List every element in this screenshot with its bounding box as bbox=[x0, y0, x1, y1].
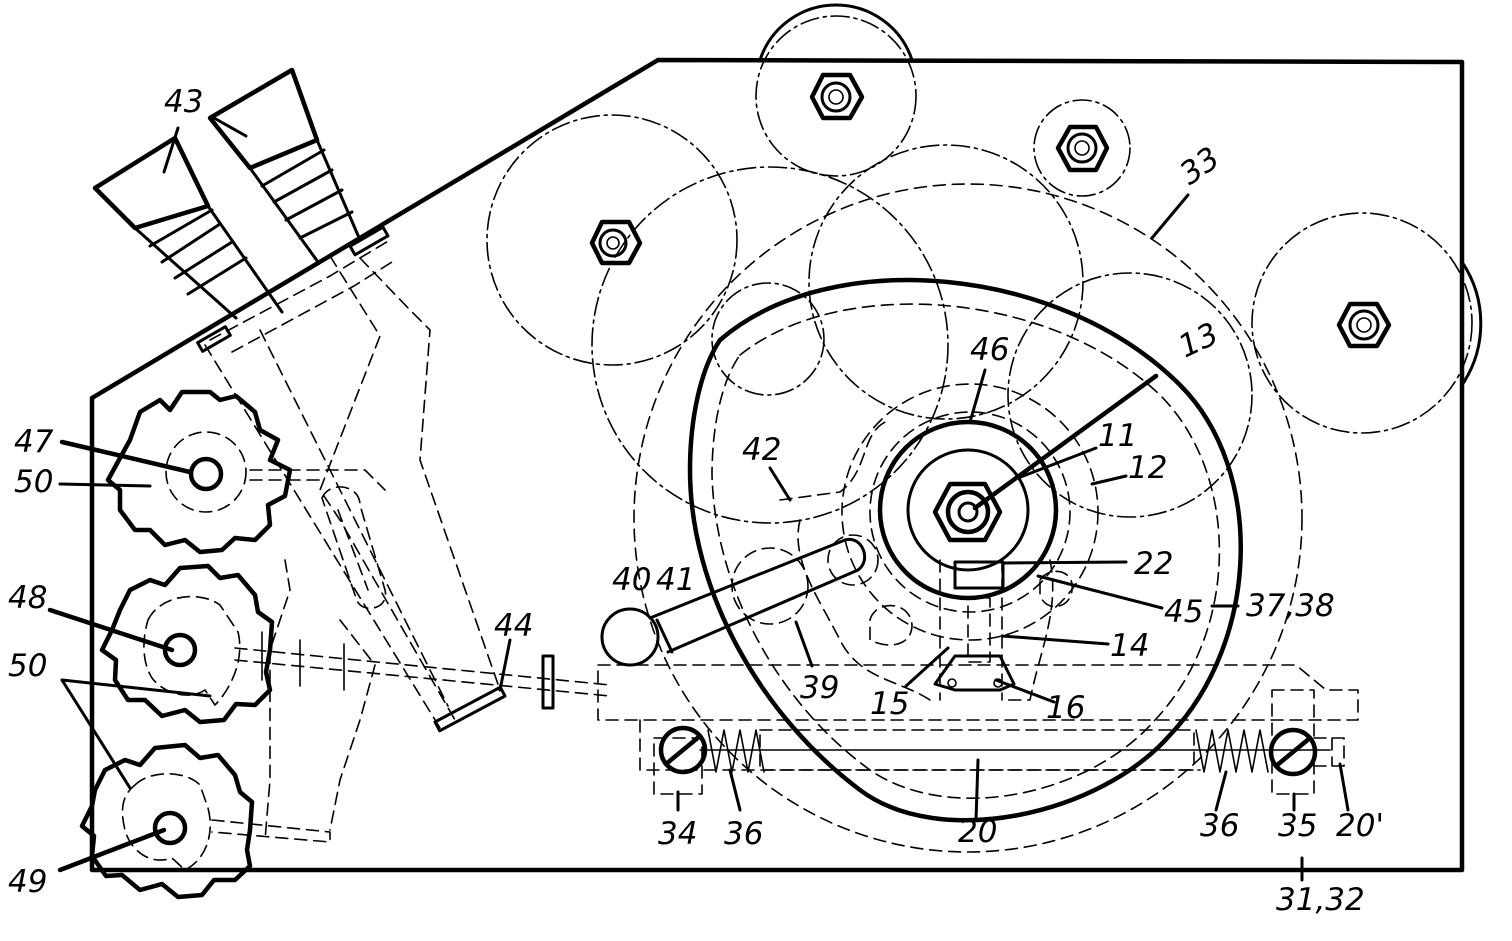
hex-nut-icon bbox=[589, 219, 643, 266]
shaft-rod bbox=[234, 631, 611, 710]
label-31-32: 31,32 bbox=[1276, 882, 1365, 918]
label-11: 11 bbox=[1098, 418, 1137, 454]
hex-nut-icon bbox=[1055, 124, 1110, 173]
light-path bbox=[204, 255, 501, 729]
label-50: 50 bbox=[14, 464, 53, 500]
spring bbox=[1195, 729, 1269, 773]
label-49: 49 bbox=[8, 864, 47, 900]
label-41: 41 bbox=[656, 562, 695, 598]
knob bbox=[105, 389, 293, 555]
gear-train bbox=[486, 3, 1483, 853]
label-36: 36 bbox=[724, 816, 763, 852]
label-48: 48 bbox=[8, 580, 47, 616]
label-34: 34 bbox=[658, 816, 697, 852]
lever-arm bbox=[600, 537, 867, 667]
mirror bbox=[433, 685, 507, 733]
label-35: 35 bbox=[1278, 808, 1317, 844]
label-20: 20 bbox=[958, 814, 997, 850]
prism-holder bbox=[196, 225, 393, 353]
screw-icon bbox=[1268, 689, 1318, 795]
slot-guide bbox=[321, 486, 387, 610]
knob-support bbox=[264, 559, 376, 841]
label-22: 22 bbox=[1134, 546, 1173, 582]
spring bbox=[707, 729, 765, 773]
slider-block bbox=[933, 559, 1016, 701]
label-50-lower: 50 bbox=[8, 648, 47, 684]
hex-nut-icon bbox=[1336, 301, 1392, 349]
cam-disk bbox=[687, 277, 1243, 823]
label-45: 45 bbox=[1164, 594, 1203, 630]
label-43: 43 bbox=[164, 84, 203, 120]
label-14: 14 bbox=[1110, 628, 1149, 664]
label-12: 12 bbox=[1128, 450, 1167, 486]
hex-nut-icon bbox=[809, 72, 865, 121]
hub bbox=[841, 383, 1099, 641]
label-40: 40 bbox=[612, 562, 651, 598]
knob bbox=[79, 742, 331, 900]
housing-plate bbox=[89, 57, 1465, 873]
lever-plate bbox=[779, 419, 1054, 701]
slot-openings bbox=[731, 534, 1073, 646]
label-16: 16 bbox=[1046, 690, 1085, 726]
eyepiece bbox=[92, 135, 284, 320]
eyepiece bbox=[207, 67, 362, 264]
label-37-38: 37,38 bbox=[1246, 588, 1335, 624]
label-46: 46 bbox=[970, 332, 1009, 368]
knob bbox=[99, 563, 275, 725]
label-15: 15 bbox=[870, 686, 909, 722]
label-39: 39 bbox=[800, 670, 839, 706]
label-20-prime: 20' bbox=[1336, 808, 1384, 844]
label-42: 42 bbox=[742, 432, 781, 468]
bar-end bbox=[1313, 737, 1345, 767]
label-47: 47 bbox=[14, 424, 54, 460]
leader-lines bbox=[47, 116, 1350, 882]
screw-icon bbox=[653, 725, 708, 795]
label-33: 33 bbox=[1173, 140, 1226, 192]
label-44: 44 bbox=[494, 608, 533, 644]
label-13: 13 bbox=[1173, 316, 1224, 365]
label-36-right: 36 bbox=[1200, 808, 1239, 844]
